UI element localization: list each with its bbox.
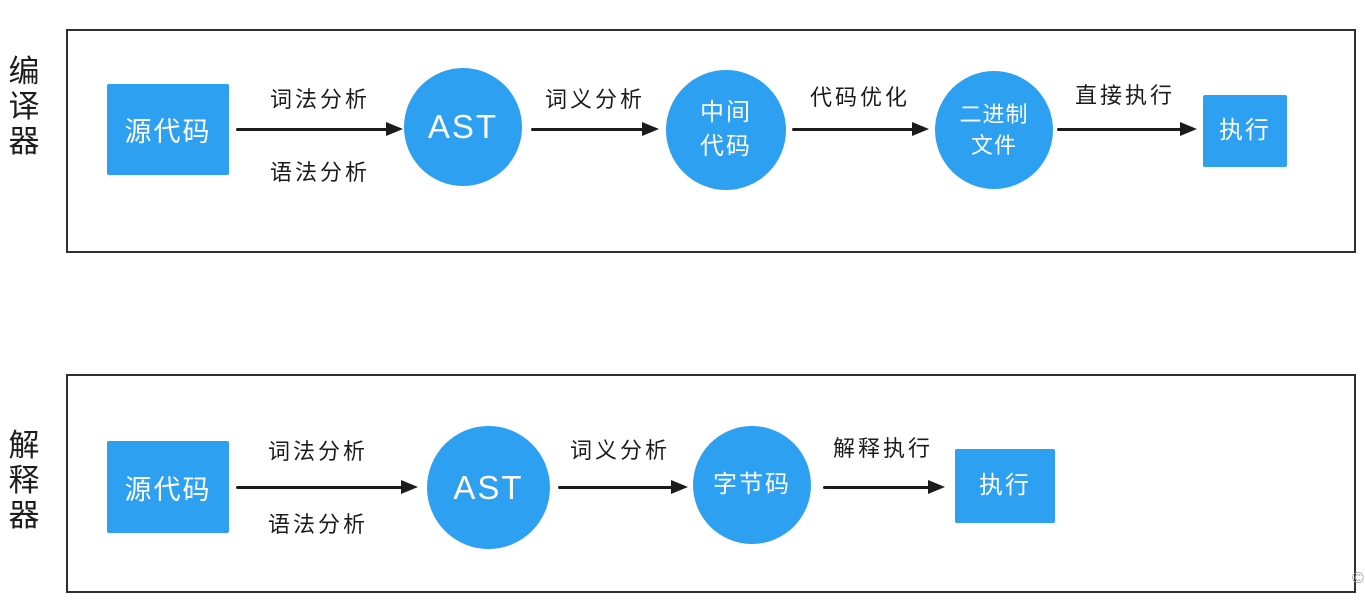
compiler-arrow-3 bbox=[792, 122, 929, 136]
compiler-node-ast-label: AST bbox=[427, 108, 499, 145]
arrowhead-icon bbox=[928, 480, 945, 494]
interpreter-node-execute: 执行 bbox=[955, 449, 1055, 523]
interpreter-arrow-1 bbox=[236, 480, 418, 494]
interpreter-side-label: 解释器 bbox=[8, 428, 40, 533]
compiler-node-execute-label: 执行 bbox=[1219, 117, 1271, 144]
compiler-node-binary-line1: 二进制 bbox=[959, 102, 1029, 127]
arrow-line bbox=[236, 128, 391, 131]
compiler-edge-semantic-label: 词义分析 bbox=[544, 87, 645, 112]
compiler-node-binary: 二进制 文件 bbox=[935, 71, 1053, 189]
compiler-edge-syntax-label: 语法分析 bbox=[269, 160, 370, 185]
interpreter-edge-interpret-exec-label: 解释执行 bbox=[832, 436, 933, 461]
compiler-edge-optimize-label: 代码优化 bbox=[809, 85, 910, 110]
compiler-arrow-2 bbox=[531, 122, 659, 136]
interpreter-node-execute-label: 执行 bbox=[979, 472, 1031, 499]
arrowhead-icon bbox=[671, 480, 688, 494]
arrowhead-icon bbox=[912, 122, 929, 136]
compiler-edge-lexical-label: 词法分析 bbox=[269, 87, 370, 112]
compiler-arrow-1 bbox=[236, 122, 403, 136]
watermark-copyright: © bbox=[1352, 570, 1364, 587]
interpreter-arrow-2 bbox=[558, 480, 688, 494]
arrow-line bbox=[236, 486, 406, 489]
compiler-node-source-label: 源代码 bbox=[124, 117, 212, 147]
arrow-line bbox=[1057, 128, 1185, 131]
interpreter-edge-syntax-label: 语法分析 bbox=[267, 512, 368, 537]
interpreter-arrow-3 bbox=[823, 480, 945, 494]
interpreter-node-ast-label: AST bbox=[453, 468, 524, 506]
compiler-node-execute: 执行 bbox=[1203, 95, 1287, 167]
arrowhead-icon bbox=[642, 122, 659, 136]
compiler-node-intermediate-line1: 中间 bbox=[700, 99, 752, 126]
arrowhead-icon bbox=[401, 480, 418, 494]
arrow-line bbox=[823, 486, 933, 489]
interpreter-node-bytecode-label: 字节码 bbox=[713, 471, 791, 498]
compiler-node-ast: AST bbox=[404, 68, 522, 186]
compiler-side-label: 编译器 bbox=[8, 54, 40, 159]
interpreter-node-bytecode: 字节码 bbox=[693, 426, 811, 544]
interpreter-node-ast: AST bbox=[427, 426, 550, 549]
compiler-arrow-4 bbox=[1057, 122, 1197, 136]
compiler-node-source: 源代码 bbox=[107, 84, 229, 175]
interpreter-edge-lexical-label: 词法分析 bbox=[267, 439, 368, 464]
arrowhead-icon bbox=[386, 122, 403, 136]
compiler-node-binary-line2: 文件 bbox=[970, 133, 1017, 158]
compiler-edge-direct-exec-label: 直接执行 bbox=[1074, 83, 1175, 108]
arrow-line bbox=[558, 486, 676, 489]
arrow-line bbox=[792, 128, 917, 131]
arrowhead-icon bbox=[1180, 122, 1197, 136]
interpreter-node-source: 源代码 bbox=[107, 441, 229, 533]
interpreter-node-source-label: 源代码 bbox=[124, 474, 212, 505]
compiler-node-intermediate: 中间 代码 bbox=[666, 70, 786, 190]
interpreter-edge-semantic-label: 词义分析 bbox=[569, 438, 670, 463]
arrow-line bbox=[531, 128, 647, 131]
compiler-node-intermediate-line2: 代码 bbox=[700, 133, 752, 160]
